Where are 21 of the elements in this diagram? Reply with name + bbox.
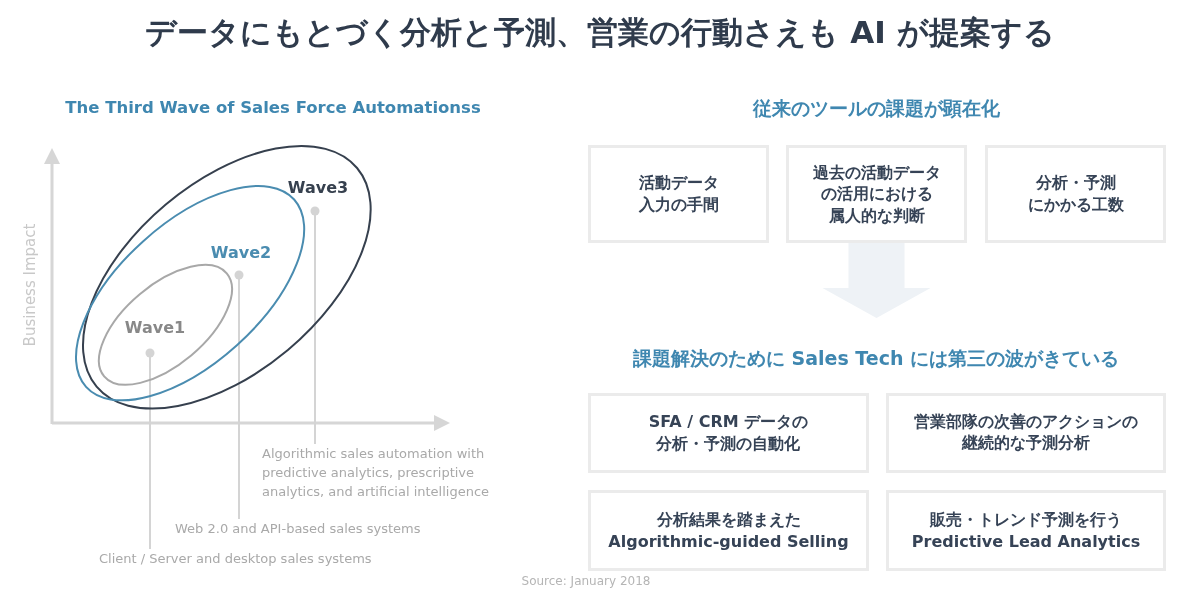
wave-label: Wave1 bbox=[124, 317, 186, 337]
source-note: Source: January 2018 bbox=[520, 574, 652, 588]
problem-box: 過去の活動データの活用における属人的な判断 bbox=[786, 145, 967, 243]
section-heading: 課題解決のために Sales Tech には第三の波がきている bbox=[631, 346, 1121, 371]
wave-label: Wave3 bbox=[287, 177, 349, 197]
leader-line bbox=[310, 206, 320, 445]
leader-line bbox=[234, 270, 244, 520]
wave-label: Wave2 bbox=[210, 242, 272, 262]
chart-title: The Third Wave of Sales Force Automationss bbox=[64, 98, 482, 117]
solution-box: 販売・トレンド予測を行うPredictive Lead Analytics bbox=[886, 490, 1166, 571]
solution-box: SFA / CRM データの分析・予測の自動化 bbox=[588, 393, 869, 473]
leader-line bbox=[145, 348, 155, 550]
solution-box: 分析結果を踏まえたAlgorithmic-guided Selling bbox=[588, 490, 869, 571]
problem-box: 活動データ入力の手間 bbox=[588, 145, 769, 243]
problem-box: 分析・予測にかかる工数 bbox=[985, 145, 1166, 243]
description-text: Web 2.0 and API-based sales systems bbox=[175, 519, 455, 538]
page-title: データにもとづく分析と予測、営業の行動さえも AI が提案する bbox=[144, 13, 1056, 52]
solution-box: 営業部隊の次善のアクションの継続的な予測分析 bbox=[886, 393, 1166, 473]
description-text: Algorithmic sales automation with predictive analytics, prescriptive analytics, and artificial intelligence bbox=[262, 444, 514, 501]
description-text: Client / Server and desktop sales systems bbox=[99, 549, 399, 568]
section-heading: 従来のツールの課題が顕在化 bbox=[751, 96, 1001, 121]
